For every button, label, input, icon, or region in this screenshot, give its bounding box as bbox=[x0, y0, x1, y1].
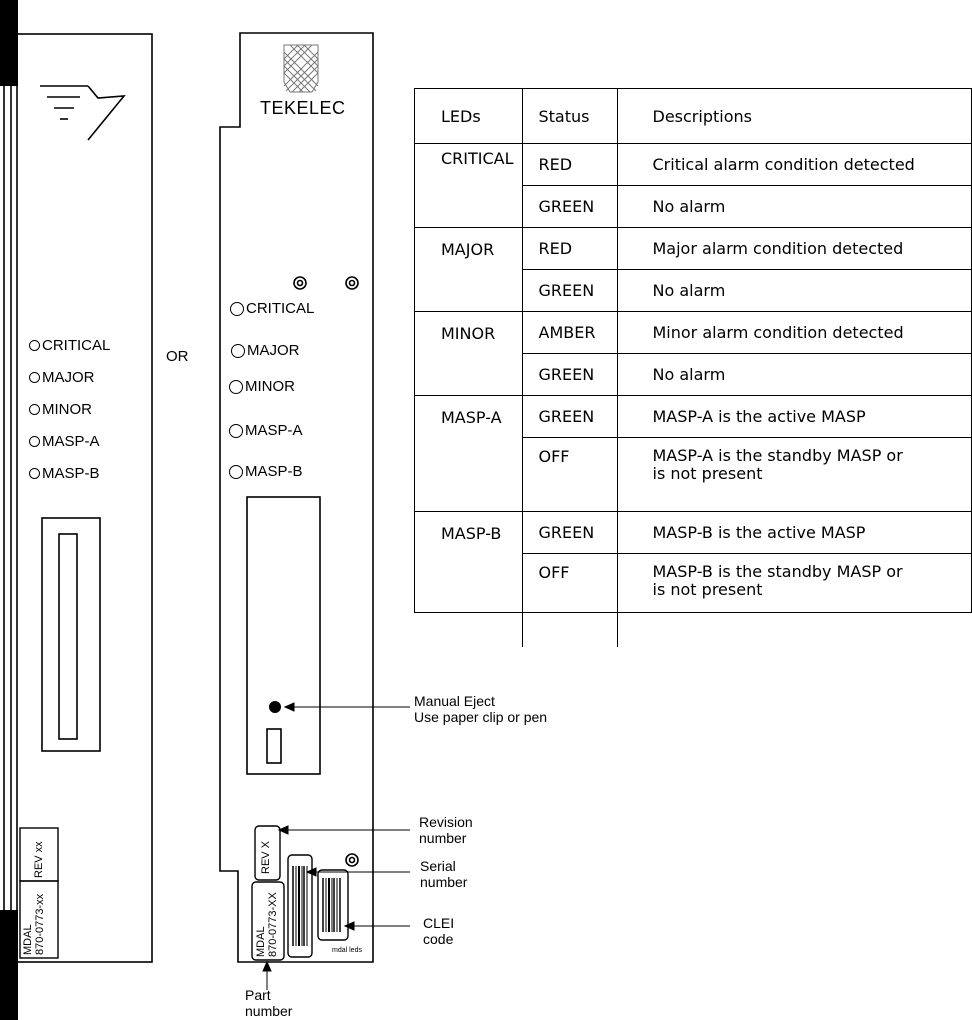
left-card-part-label-2: 870-0773-xx bbox=[34, 893, 46, 955]
revision-number-callout: Revision number bbox=[419, 814, 473, 846]
led-circle-icon bbox=[230, 301, 244, 316]
status-cell: RED bbox=[522, 143, 618, 186]
manual-eject-hole bbox=[269, 701, 281, 713]
description-cell: MASP-B is the active MASP bbox=[617, 511, 971, 554]
led-name: MAJOR bbox=[415, 227, 523, 312]
figure-footer-note: mdal leds bbox=[332, 947, 362, 954]
led-circle-icon bbox=[229, 423, 243, 438]
right-card bbox=[219, 32, 374, 963]
table-row: OFF MASP-A is the standby MASP or is not… bbox=[415, 437, 971, 512]
status-cell: GREEN bbox=[522, 353, 618, 396]
status-cell: GREEN bbox=[522, 511, 618, 554]
table-row: MINOR AMBER Minor alarm condition detect… bbox=[415, 311, 971, 396]
clei-code-callout: CLEI code bbox=[423, 915, 455, 947]
left-card-logo bbox=[40, 85, 126, 141]
led-circle-icon bbox=[29, 467, 40, 479]
serial-number-callout: Serial number bbox=[420, 858, 468, 890]
table-row: GREEN No alarm bbox=[415, 185, 971, 228]
table-row: OFF MASP-B is the standby MASP or is not… bbox=[415, 553, 971, 647]
led-major: MAJOR bbox=[29, 361, 110, 393]
header-status: Status bbox=[522, 89, 618, 144]
left-card-part-label-1: MDAL bbox=[22, 924, 34, 955]
part-number-callout: Part number bbox=[245, 987, 293, 1019]
led-circle-icon bbox=[29, 371, 40, 383]
left-card bbox=[3, 33, 153, 963]
table-row: GREEN No alarm bbox=[415, 269, 971, 312]
led-masp-b: MASP-B bbox=[29, 457, 110, 489]
description-cell: No alarm bbox=[617, 269, 971, 312]
description-cell: MASP-A is the standby MASP or is not pre… bbox=[617, 437, 971, 512]
status-cell: GREEN bbox=[522, 395, 618, 438]
led-name: MINOR bbox=[415, 311, 523, 396]
table-row: MASP-A GREEN MASP-A is the active MASP bbox=[415, 395, 971, 512]
top-latch bbox=[0, 0, 18, 86]
right-led-critical: CRITICAL bbox=[230, 300, 314, 317]
led-masp-a: MASP-A bbox=[29, 425, 110, 457]
led-name: MASP-B bbox=[415, 511, 523, 647]
led-circle-icon bbox=[29, 435, 40, 447]
status-cell: OFF bbox=[522, 553, 618, 647]
status-cell: GREEN bbox=[522, 269, 618, 312]
right-led-masp-a: MASP-A bbox=[229, 422, 303, 439]
callout-arrows bbox=[262, 702, 410, 990]
right-card-rev-label: REV X bbox=[260, 840, 272, 874]
bottom-latch bbox=[0, 910, 18, 1020]
table-row: CRITICAL RED Critical alarm condition de… bbox=[415, 143, 971, 228]
tekelec-logo-mark bbox=[283, 44, 319, 93]
table-header-row: LEDs Status Descriptions bbox=[415, 89, 971, 144]
right-led-masp-b: MASP-B bbox=[229, 463, 303, 480]
description-cell: Critical alarm condition detected bbox=[617, 143, 971, 186]
right-card-label-box bbox=[251, 825, 349, 961]
description-cell: MASP-B is the standby MASP or is not pre… bbox=[652, 562, 903, 599]
led-status-table: LEDs Status Descriptions CRITICAL RED Cr… bbox=[414, 88, 972, 647]
status-cell: GREEN bbox=[522, 185, 618, 228]
led-circle-icon bbox=[229, 464, 243, 479]
clei-barcode bbox=[322, 878, 341, 932]
serial-barcode bbox=[292, 866, 308, 946]
left-card-led-list: CRITICAL MAJOR MINOR MASP-A MASP-B bbox=[29, 329, 110, 489]
led-circle-icon bbox=[29, 339, 40, 351]
right-led-minor: MINOR bbox=[229, 378, 295, 395]
status-cell: AMBER bbox=[522, 311, 618, 354]
tekelec-logo-text: TEKELEC bbox=[260, 98, 346, 118]
description-cell: No alarm bbox=[617, 185, 971, 228]
header-descriptions: Descriptions bbox=[617, 89, 971, 144]
table-row: GREEN No alarm bbox=[415, 353, 971, 396]
header-leds: LEDs bbox=[415, 89, 523, 144]
right-card-panel bbox=[246, 496, 321, 775]
right-led-major: MAJOR bbox=[231, 342, 300, 359]
led-circle-icon bbox=[229, 379, 243, 394]
led-circle-icon bbox=[231, 343, 245, 358]
description-cell: MASP-A is the active MASP bbox=[617, 395, 971, 438]
led-name: CRITICAL bbox=[415, 143, 523, 228]
status-cell: OFF bbox=[522, 437, 618, 512]
left-card-rev-label: REV xx bbox=[33, 841, 45, 878]
right-card-part-label-1: MDAL bbox=[255, 926, 267, 957]
manual-eject-callout: Manual Eject Use paper clip or pen bbox=[414, 693, 548, 725]
description-cell: Major alarm condition detected bbox=[617, 227, 971, 270]
table-row: MAJOR RED Major alarm condition detected bbox=[415, 227, 971, 312]
led-critical: CRITICAL bbox=[29, 329, 110, 361]
right-card-part-label-2: 870-0773-XX bbox=[267, 892, 279, 957]
description-cell: Minor alarm condition detected bbox=[617, 311, 971, 354]
left-card-label-box bbox=[19, 827, 59, 959]
table-row: MASP-B GREEN MASP-B is the active MASP bbox=[415, 511, 971, 647]
or-label: OR bbox=[166, 348, 189, 365]
led-minor: MINOR bbox=[29, 393, 110, 425]
description-cell: No alarm bbox=[617, 353, 971, 396]
left-card-slot bbox=[41, 517, 101, 752]
screw-icon bbox=[293, 276, 359, 867]
led-name: MASP-A bbox=[415, 395, 523, 512]
led-circle-icon bbox=[29, 403, 40, 415]
status-cell: RED bbox=[522, 227, 618, 270]
